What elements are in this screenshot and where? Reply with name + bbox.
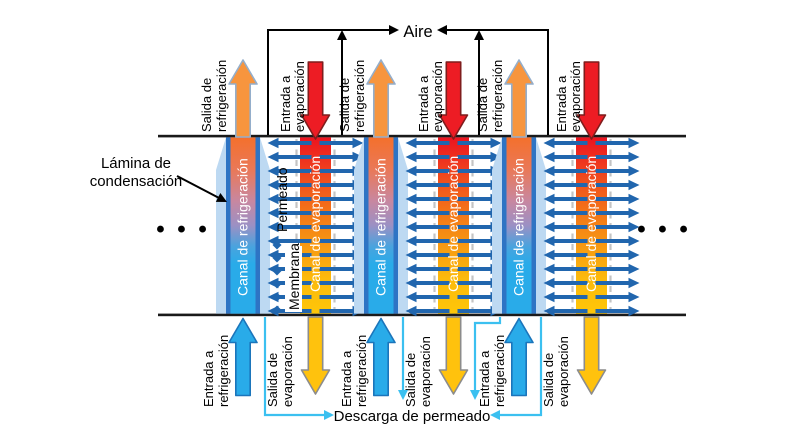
- module-unit-3: [475, 60, 640, 407]
- air-arrowhead-right-icon: [389, 25, 399, 35]
- air-arrowhead-left-icon: [437, 25, 447, 35]
- air-label: Aire: [403, 23, 432, 41]
- drain-line-1: [263, 317, 328, 417]
- film-callout-line: [176, 175, 222, 200]
- air-line-left: [267, 29, 393, 135]
- film-callout-line1: Lámina de: [101, 155, 171, 172]
- ellipsis-left: • • •: [156, 216, 210, 243]
- drain-arrowhead-left-icon: [490, 410, 500, 420]
- air-vent-lines: [267, 25, 549, 135]
- top-plate: [158, 134, 686, 138]
- drain-line-3: [473, 317, 502, 392]
- permeate-label: Permeado: [274, 167, 290, 232]
- condensation-film-callout: Lámina de condensación: [90, 155, 230, 207]
- air-line-right: [443, 29, 549, 135]
- drain-line-4: [496, 317, 543, 417]
- membrane-label-bg: [285, 246, 302, 312]
- permeate-discharge-label: Descarga de permeado: [334, 408, 491, 425]
- bottom-plate: [158, 313, 686, 317]
- air-arrowhead-up2-icon: [474, 30, 484, 40]
- membrane-label: Membrana: [286, 243, 302, 310]
- permeate-drain-lines: [263, 317, 543, 420]
- permeate-gap-annotations: Permeado Membrana: [272, 167, 302, 315]
- film-callout-line2: condensación: [90, 173, 183, 190]
- air-arrowhead-up1-icon: [337, 30, 347, 40]
- drain-arrowhead-right-icon: [324, 410, 334, 420]
- ellipsis-right: • • •: [637, 216, 691, 243]
